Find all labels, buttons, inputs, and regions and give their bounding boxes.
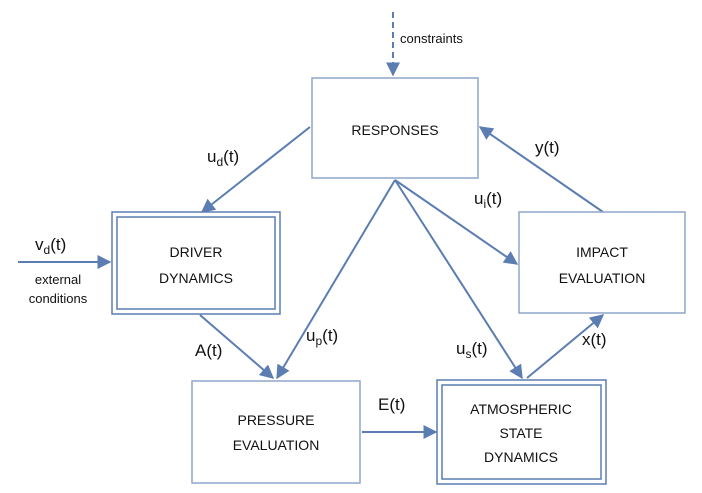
atmo-label-line2: STATE: [499, 425, 542, 441]
impact-label-line2: EVALUATION: [559, 270, 646, 286]
arrows: [18, 12, 605, 439]
x-label: x(t): [582, 330, 607, 349]
A-label: A(t): [195, 341, 222, 360]
up-arrow: [276, 179, 396, 380]
y-arrow: [478, 126, 604, 213]
x-arrow: [526, 314, 605, 379]
atmospheric-state-dynamics-box: ATMOSPHERIC STATE DYNAMICS: [436, 379, 607, 485]
ud-label: ud(t): [207, 147, 239, 169]
pressure-label-line2: EVALUATION: [233, 437, 320, 453]
E-label: E(t): [378, 395, 405, 414]
ud-arrow: [200, 126, 311, 213]
A-arrow: [199, 314, 275, 379]
ui-arrow: [394, 179, 519, 265]
y-label: y(t): [535, 138, 560, 157]
responses-label: RESPONSES: [351, 122, 438, 138]
responses-box: RESPONSES: [311, 77, 479, 179]
driver-label-line1: DRIVER: [170, 244, 223, 260]
driver-label-line2: DYNAMICS: [159, 270, 233, 286]
atmo-label-line1: ATMOSPHERIC: [470, 401, 572, 417]
impact-evaluation-box: IMPACT EVALUATION: [518, 211, 686, 314]
impact-label-line1: IMPACT: [576, 244, 628, 260]
us-label: us(t): [456, 339, 488, 361]
up-label: up(t): [306, 326, 338, 348]
vd-label: vd(t): [35, 235, 66, 257]
external-label-line2: conditions: [29, 291, 88, 306]
ui-label: ui(t): [474, 189, 502, 211]
pressure-evaluation-box: PRESSURE EVALUATION: [191, 380, 361, 484]
external-label-line1: external: [35, 272, 81, 287]
atmo-label-line3: DYNAMICS: [484, 449, 558, 465]
us-arrow: [394, 179, 523, 380]
driver-dynamics-box: DRIVER DYNAMICS: [111, 211, 281, 315]
pressure-label-line1: PRESSURE: [237, 412, 314, 428]
constraints-label: constraints: [400, 31, 463, 46]
